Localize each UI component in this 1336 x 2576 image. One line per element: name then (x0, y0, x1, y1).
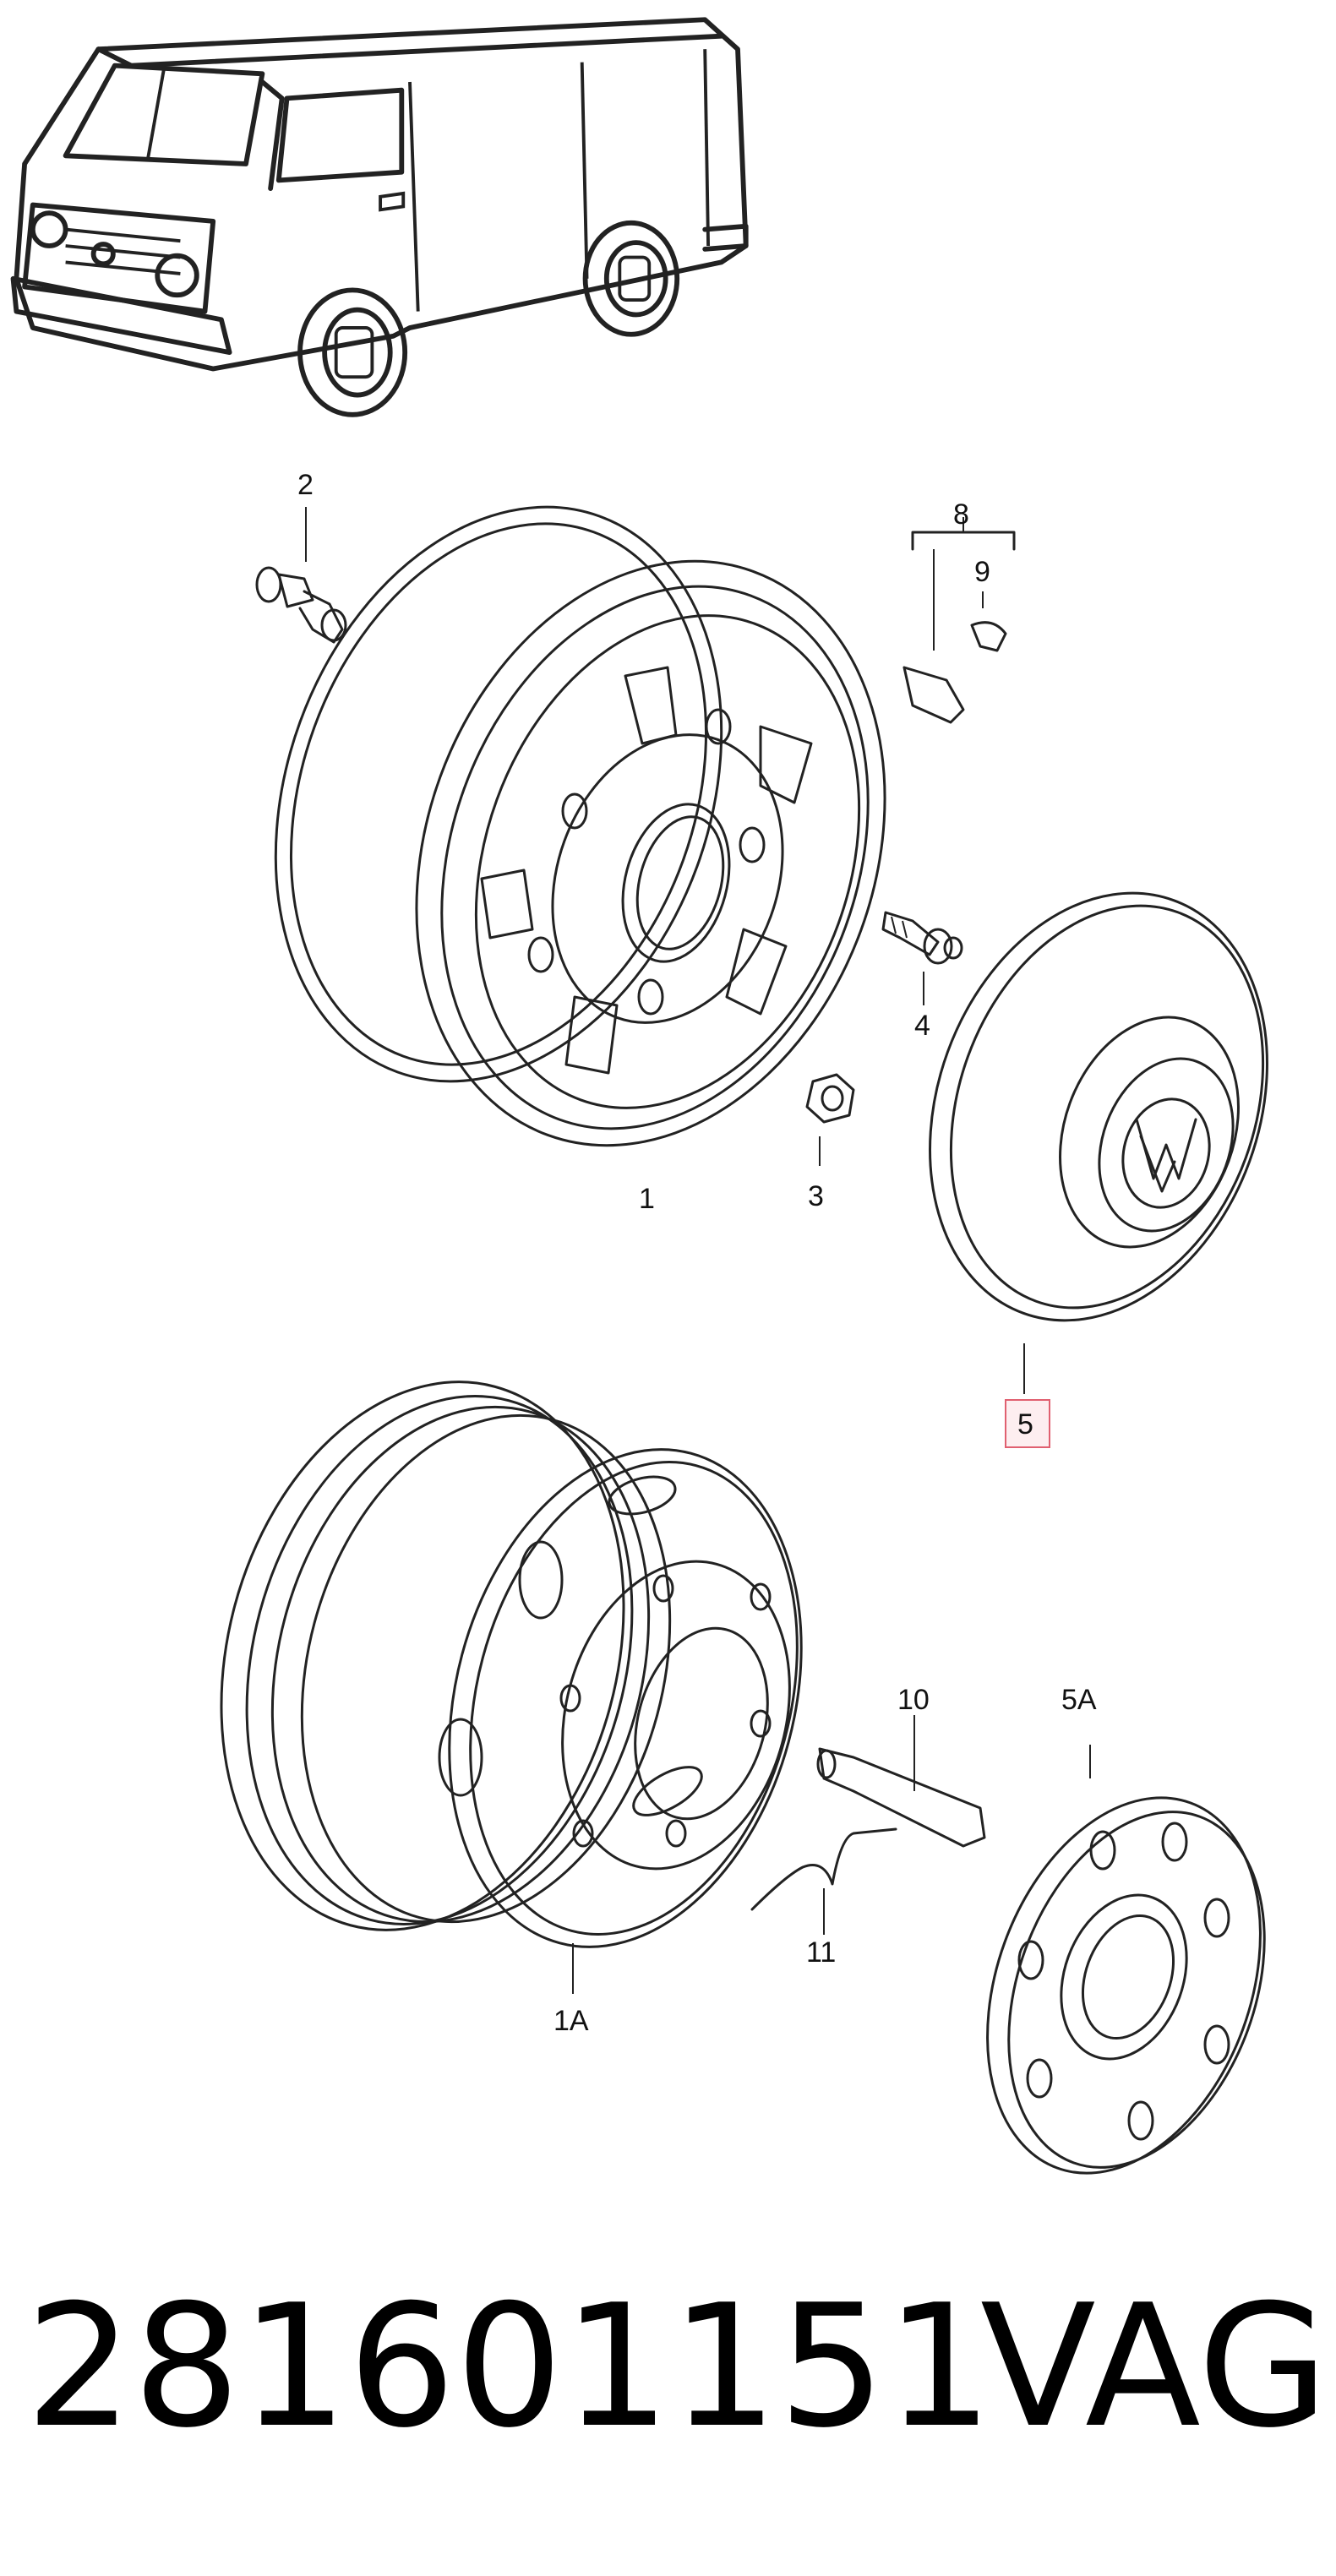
part-2-valve (255, 507, 347, 644)
label-3: 3 (808, 1180, 824, 1212)
label-2: 2 (297, 469, 314, 501)
label-9: 9 (974, 556, 990, 588)
part-10-valve (816, 1715, 986, 1848)
wheel-rim-1 (274, 505, 886, 1147)
brand-name: VAG (980, 2268, 1328, 2465)
label-5-highlight (1005, 1399, 1050, 1448)
label-4: 4 (914, 1010, 930, 1042)
van-illustration (10, 17, 749, 417)
part-3-nut (805, 1073, 855, 1166)
wheel-rim-1A (220, 1381, 803, 1994)
part-5-hubcap (929, 891, 1268, 1394)
label-11: 11 (806, 1936, 836, 1969)
label-8: 8 (953, 498, 969, 531)
label-5: 5 (1017, 1408, 1033, 1440)
label-10: 10 (897, 1684, 930, 1716)
part-4-bolt (881, 911, 963, 1005)
label-1: 1 (639, 1183, 655, 1215)
label-5A: 5A (1061, 1684, 1097, 1716)
part-number: 281601151 (25, 2268, 993, 2465)
part-8-9-weights (902, 517, 1016, 724)
label-1A: 1A (553, 2005, 589, 2037)
part-11-wire (750, 1827, 897, 1935)
part-5A-hubcap (986, 1745, 1266, 2175)
